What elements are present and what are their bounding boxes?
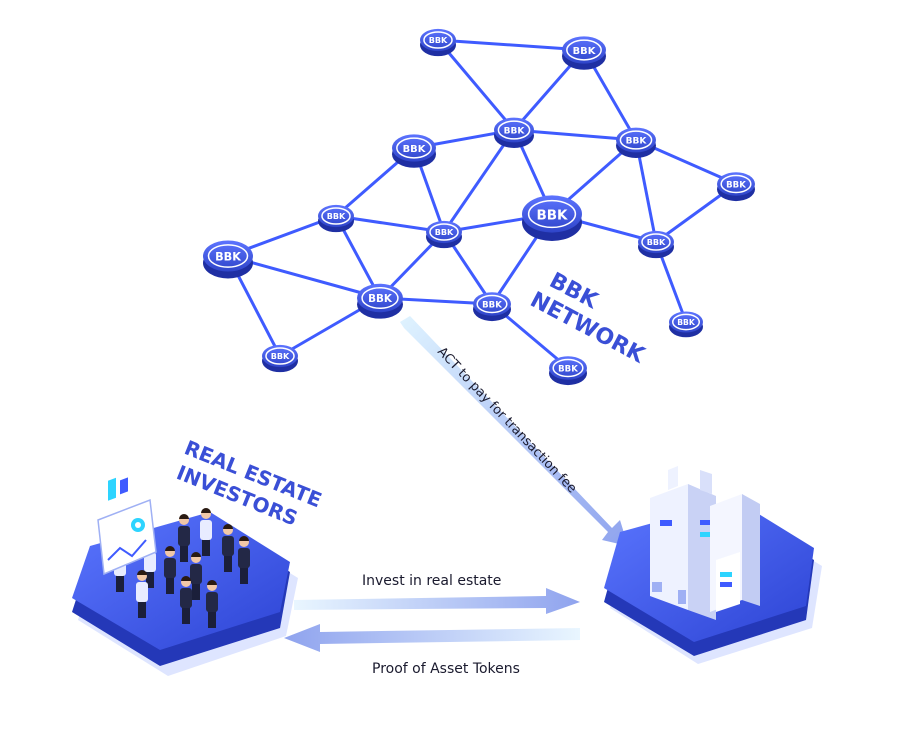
bbk-node-label: BBK: [403, 144, 426, 155]
bbk-node-label: BBK: [327, 211, 346, 221]
network-edge: [513, 128, 637, 142]
bbk-node-label: BBK: [647, 237, 666, 247]
investor-person-icon: [178, 514, 190, 562]
investor-figures: [114, 508, 250, 628]
bbk-node: BBK: [420, 28, 456, 57]
bbk-node-label: BBK: [482, 300, 502, 310]
bbk-node-label: BBK: [504, 127, 526, 137]
bbk-node-label: BBK: [558, 364, 578, 374]
network-edge: [335, 214, 445, 234]
presentation-board-icon: [97, 477, 157, 576]
bbk-node: BBK: [638, 230, 674, 259]
bbk-node: BBK: [562, 36, 606, 70]
invest-arrow: [294, 588, 580, 614]
network-nodes: BBKBBKBBKBBKBBKBBKBBKBBKBBKBBKBBKBBKBBKB…: [203, 28, 755, 386]
investor-person-icon: [136, 570, 148, 618]
bbk-node: BBK: [318, 204, 354, 233]
invest-label: Invest in real estate: [362, 573, 501, 589]
building-icon: [650, 466, 760, 620]
bbk-node-label: BBK: [726, 180, 746, 190]
fee-arrow: [400, 316, 628, 546]
bbk-node-label: BBK: [215, 251, 242, 264]
bbk-node: BBK: [426, 220, 462, 249]
bbk-node: BBK: [669, 311, 703, 338]
bbk-node: BBK: [473, 292, 511, 322]
bbk-node-label: BBK: [573, 46, 596, 57]
network-edge: [227, 254, 381, 300]
investor-person-icon: [190, 552, 202, 600]
network-edge: [437, 38, 585, 52]
bbk-node-label: BBK: [677, 318, 696, 327]
tokens-label: Proof of Asset Tokens: [372, 661, 520, 677]
bbk-node: BBK: [203, 240, 253, 279]
bbk-node: BBK: [357, 283, 403, 319]
investor-person-icon: [164, 546, 176, 594]
bbk-node-label: BBK: [435, 227, 454, 237]
bbk-node-label: BBK: [429, 35, 448, 45]
bbk-node: BBK: [522, 195, 582, 241]
network-edge: [436, 39, 516, 131]
bbk-node: BBK: [494, 117, 534, 148]
investor-person-icon: [180, 576, 192, 624]
bbk-node-label: BBK: [368, 293, 393, 305]
bbk-node-label: BBK: [626, 137, 648, 147]
bbk-node: BBK: [392, 134, 436, 168]
network-title: BBK NETWORK: [526, 268, 649, 369]
bbk-node-label: BBK: [271, 351, 290, 361]
bbk-node: BBK: [549, 356, 587, 386]
investor-person-icon: [222, 524, 234, 572]
network-edge: [442, 129, 516, 233]
bbk-node: BBK: [616, 127, 656, 158]
investor-person-icon: [206, 580, 218, 628]
tokens-arrow: [284, 624, 580, 652]
bbk-node: BBK: [262, 344, 298, 373]
bbk-node-label: BBK: [536, 207, 568, 223]
investor-person-icon: [238, 536, 250, 584]
investor-person-icon: [200, 508, 212, 556]
bbk-node: BBK: [717, 172, 755, 202]
